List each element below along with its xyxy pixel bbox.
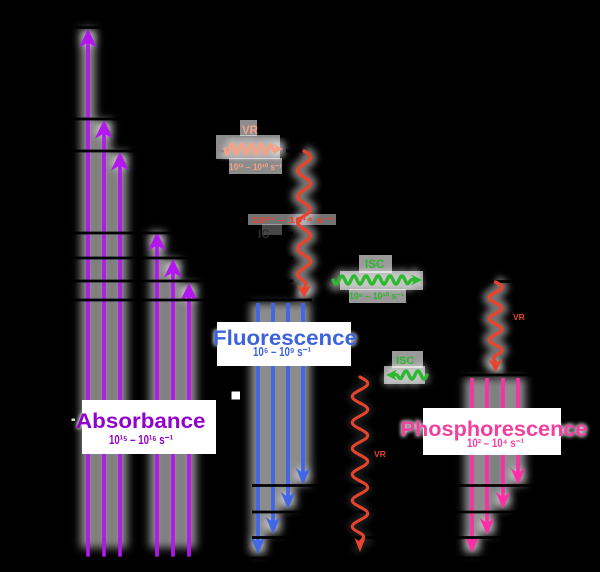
svg-text:10¹² – 10¹⁰ s⁻¹: 10¹² – 10¹⁰ s⁻¹ xyxy=(229,162,282,172)
svg-text:10⁸ – 10¹⁰ s⁻¹: 10⁸ – 10¹⁰ s⁻¹ xyxy=(349,291,404,301)
svg-text:ISC: ISC xyxy=(396,355,414,367)
svg-text:IC: IC xyxy=(258,229,270,241)
svg-text:10⁶ – 10⁹ s⁻¹: 10⁶ – 10⁹ s⁻¹ xyxy=(253,344,311,359)
svg-text:Fluorescence: Fluorescence xyxy=(213,327,357,350)
svg-text:10¹⁵ – 10¹⁶ s⁻¹: 10¹⁵ – 10¹⁶ s⁻¹ xyxy=(109,432,173,447)
svg-text:VR: VR xyxy=(374,449,386,459)
svg-text:Fluorescence: Fluorescence xyxy=(213,327,357,350)
svg-text:VR: VR xyxy=(242,125,259,137)
svg-text:Phosphorescence: Phosphorescence xyxy=(401,418,588,441)
svg-text:VR: VR xyxy=(513,312,525,322)
svg-text:Fluorescence: Fluorescence xyxy=(213,327,357,350)
svg-text:Absorbance: Absorbance xyxy=(76,410,206,433)
svg-text:Absorbance: Absorbance xyxy=(76,410,206,433)
svg-text:ISC: ISC xyxy=(365,259,384,271)
svg-text:10¹¹ – 10¹⁴ s⁻¹: 10¹¹ – 10¹⁴ s⁻¹ xyxy=(252,215,334,225)
svg-text:Absorbance: Absorbance xyxy=(76,410,206,433)
svg-text:Phosphorescence: Phosphorescence xyxy=(401,418,588,441)
svg-text:10² – 10⁴ s⁻¹: 10² – 10⁴ s⁻¹ xyxy=(467,436,524,450)
svg-text:Phosphorescence: Phosphorescence xyxy=(401,418,588,441)
